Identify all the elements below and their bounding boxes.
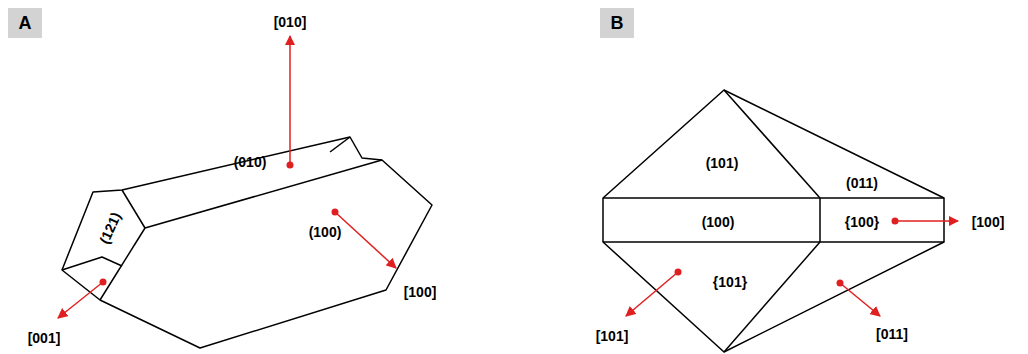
panel-letter: A — [19, 13, 32, 34]
direction-label: [001] — [28, 331, 61, 345]
face-label: (010) — [234, 155, 267, 169]
panel-tag: A — [8, 8, 42, 38]
face-label: (100) — [309, 225, 342, 239]
direction-label: [010] — [274, 15, 307, 29]
face-label: {100} — [845, 215, 879, 229]
direction-arrows — [58, 36, 958, 318]
crystal-b — [603, 90, 944, 352]
face-label: {101} — [713, 275, 747, 289]
face-label: (101) — [706, 156, 739, 170]
crystal-a — [62, 137, 432, 348]
direction-label: [101] — [596, 329, 629, 343]
face-label: (100) — [702, 215, 735, 229]
direction-label: [100] — [404, 285, 437, 299]
face-label: (011) — [846, 176, 878, 190]
direction-label: [011] — [876, 327, 908, 341]
panel-letter: B — [611, 13, 624, 34]
panel-tag: B — [600, 8, 634, 38]
direction-label: [100] — [972, 215, 1005, 229]
